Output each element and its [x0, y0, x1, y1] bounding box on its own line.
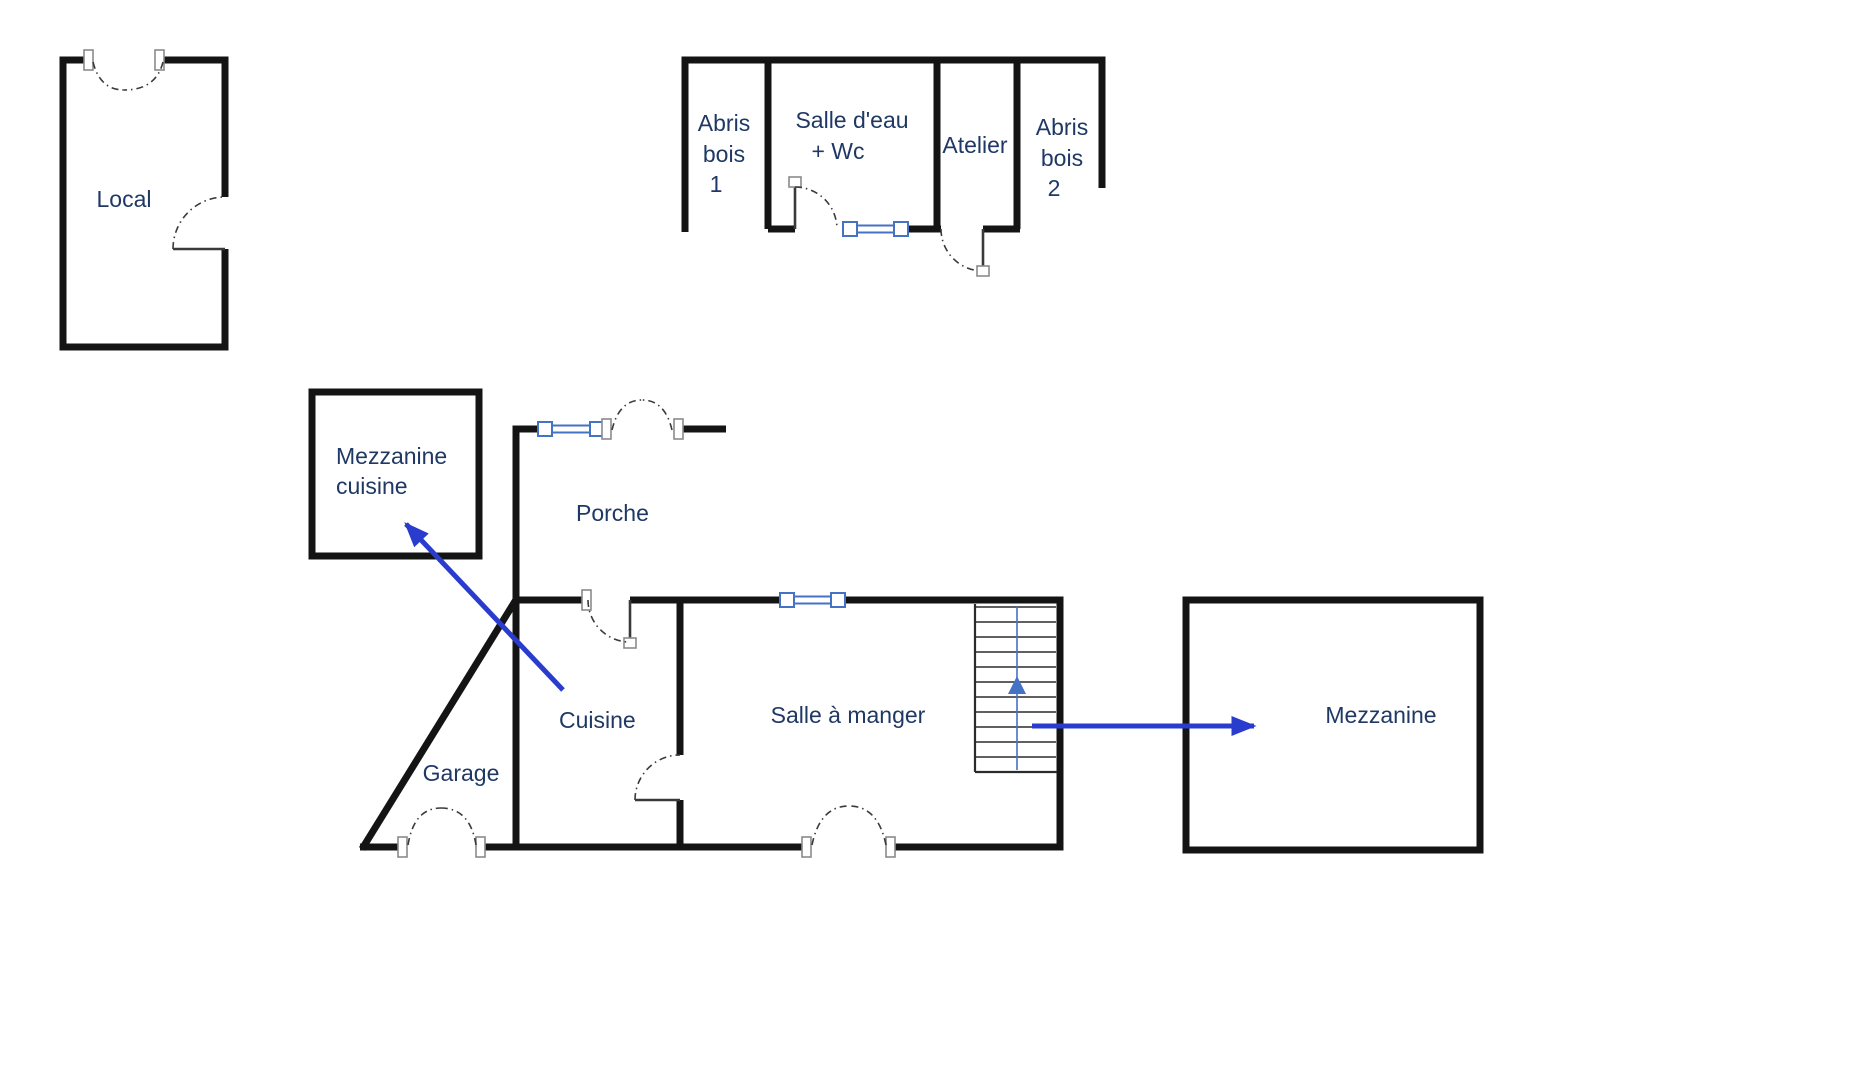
mezzanine-cuisine-walls	[308, 388, 483, 560]
local-double-door-arc	[123, 61, 164, 91]
outbuilding: Abris bois 1 Salle d'eau + Wc Atelier Ab…	[681, 56, 1106, 277]
door-jamb-post	[623, 637, 637, 649]
door-jamb-post	[976, 265, 990, 277]
porche-window	[537, 421, 605, 437]
window-glass-lines	[794, 595, 831, 605]
door-jamb-post	[673, 418, 684, 440]
salle-a-manger-window	[779, 592, 846, 608]
room-label-mezzanine-cuisine: Mezzanine	[336, 443, 447, 469]
main-house: Cuisine Salle à manger Garage	[359, 589, 1064, 858]
window-end-box	[779, 592, 795, 608]
room-mezzanine-cuisine: Mezzanine cuisine	[308, 388, 483, 560]
local-double-door-arc	[92, 61, 125, 91]
cuisine-door-arc	[587, 599, 631, 643]
porche-double-door-arc	[611, 399, 643, 431]
outbuilding-dividers	[764, 58, 1021, 229]
garage-double-door-arc	[440, 807, 477, 846]
door-jamb-post	[788, 176, 802, 188]
window-end-box	[830, 592, 846, 608]
room-label-mezzanine-cuisine: cuisine	[336, 473, 408, 499]
room-label-salle-a-manger: Salle à manger	[771, 702, 926, 728]
garage-diagonal-wall	[359, 596, 520, 851]
room-label-abris-bois-2: bois	[1041, 145, 1083, 171]
window-end-box	[842, 221, 858, 237]
room-local: Local	[59, 49, 229, 351]
room-porche: Porche	[512, 399, 726, 850]
window-end-box	[537, 421, 553, 437]
door-jamb-post	[154, 49, 165, 71]
cuisine-salle-door-arc	[634, 754, 681, 801]
garage-double-door-arc	[407, 807, 442, 846]
room-label-salle-deau: Salle d'eau	[795, 107, 908, 133]
room-label-abris-bois-1: bois	[703, 141, 745, 167]
salle-deau-window	[842, 221, 909, 237]
door-jamb-post	[581, 589, 592, 611]
room-label-garage: Garage	[423, 760, 500, 786]
stairs-edge	[973, 604, 1057, 774]
door-jamb-post	[397, 836, 408, 858]
window-end-box	[893, 221, 909, 237]
door-jamb-post	[475, 836, 486, 858]
door-jamb-post	[801, 836, 812, 858]
porche-walls	[512, 425, 726, 850]
room-label-abris-bois-1: 1	[710, 171, 723, 197]
door-jamb-post	[601, 418, 612, 440]
room-label-abris-bois-2: 2	[1048, 175, 1061, 201]
door-jamb-post	[885, 836, 896, 858]
porche-double-door-arc	[641, 399, 673, 431]
room-label-cuisine: Cuisine	[559, 707, 636, 733]
arrow-to-mezzanine-cuisine-icon	[404, 522, 565, 692]
salle-double-door-arc	[811, 805, 850, 846]
stairs-up-arrow-icon	[1008, 676, 1026, 694]
stair-treads	[975, 606, 1056, 758]
atelier-door-arc	[940, 228, 984, 272]
room-label-abris-bois-1: Abris	[698, 110, 750, 136]
salle-deau-door-arc	[794, 186, 838, 230]
room-label-local: Local	[97, 186, 152, 212]
room-label-abris-bois-2: Abris	[1036, 114, 1088, 140]
door-jamb-post	[83, 49, 94, 71]
local-side-door-arc	[172, 196, 226, 250]
room-label-atelier: Atelier	[942, 132, 1008, 158]
room-label-mezzanine: Mezzanine	[1325, 702, 1436, 728]
window-glass-lines	[857, 224, 894, 234]
stairs	[973, 604, 1057, 774]
outbuilding-outer-walls	[681, 56, 1106, 232]
salle-double-door-arc	[848, 805, 887, 846]
room-label-salle-deau: + Wc	[811, 138, 864, 164]
local-walls	[59, 56, 229, 351]
window-glass-lines	[552, 424, 590, 434]
room-label-porche: Porche	[576, 500, 649, 526]
